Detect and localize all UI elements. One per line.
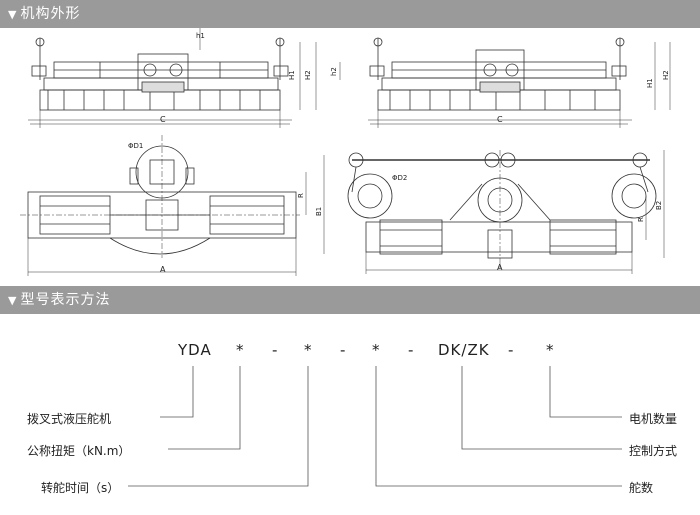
legend-right-3: 舵数 <box>629 481 654 495</box>
dim-label-b1: B1 <box>315 207 323 216</box>
dim-label-r-right: R <box>637 217 645 222</box>
section-header-model: ▼型号表示方法 <box>0 286 700 314</box>
section-header-outline: ▼机构外形 <box>0 0 700 28</box>
legend-right-2: 控制方式 <box>629 444 678 458</box>
dim-label-H2-right: H2 <box>662 70 670 80</box>
dim-label-a: A <box>160 265 166 274</box>
dim-label-H2: H2 <box>304 70 312 80</box>
side-view-right <box>339 37 671 128</box>
dim-label-h2-small: h2 <box>330 67 338 76</box>
dim-label-c-right: C <box>497 115 503 124</box>
model-dkzk: DK/ZK <box>438 341 490 359</box>
dim-label-H1-right: H1 <box>646 78 654 88</box>
model-sep-3: - <box>408 341 415 359</box>
legend-right-1: 电机数量 <box>629 412 678 426</box>
model-star-1: * <box>236 341 245 359</box>
legend-left-2: 公称扭矩（kN.m） <box>27 444 131 458</box>
dim-label-h1-small: h1 <box>196 32 205 40</box>
model-sep-4: - <box>508 341 515 359</box>
dim-label-a-right: A <box>497 263 503 272</box>
dim-label-H1: H1 <box>288 70 296 80</box>
model-star-2: * <box>304 341 313 359</box>
triangle-down-icon: ▼ <box>8 8 17 21</box>
dim-label-c: C <box>160 115 166 124</box>
model-prefix: YDA <box>178 341 212 359</box>
dim-label-b2: B2 <box>655 201 663 210</box>
model-star-4: * <box>546 341 555 359</box>
plan-view-right <box>347 150 665 274</box>
model-star-3: * <box>372 341 381 359</box>
triangle-down-icon: ▼ <box>8 294 17 307</box>
side-view-left <box>28 28 317 128</box>
outline-drawings: C h1 H1 H2 C h2 H1 H2 <box>20 28 671 276</box>
legend-left-1: 拨叉式液压舵机 <box>27 412 112 426</box>
dim-label-r: R <box>297 193 305 198</box>
legend-left-3: 转舵时间（s） <box>41 481 120 495</box>
section-title: 机构外形 <box>20 6 81 22</box>
dim-label-d1: ΦD1 <box>128 142 143 150</box>
dim-label-d2: ΦD2 <box>392 174 407 182</box>
model-sep-2: - <box>340 341 347 359</box>
plan-view-left <box>20 135 325 276</box>
model-sep-1: - <box>272 341 279 359</box>
section-title: 型号表示方法 <box>20 292 111 308</box>
